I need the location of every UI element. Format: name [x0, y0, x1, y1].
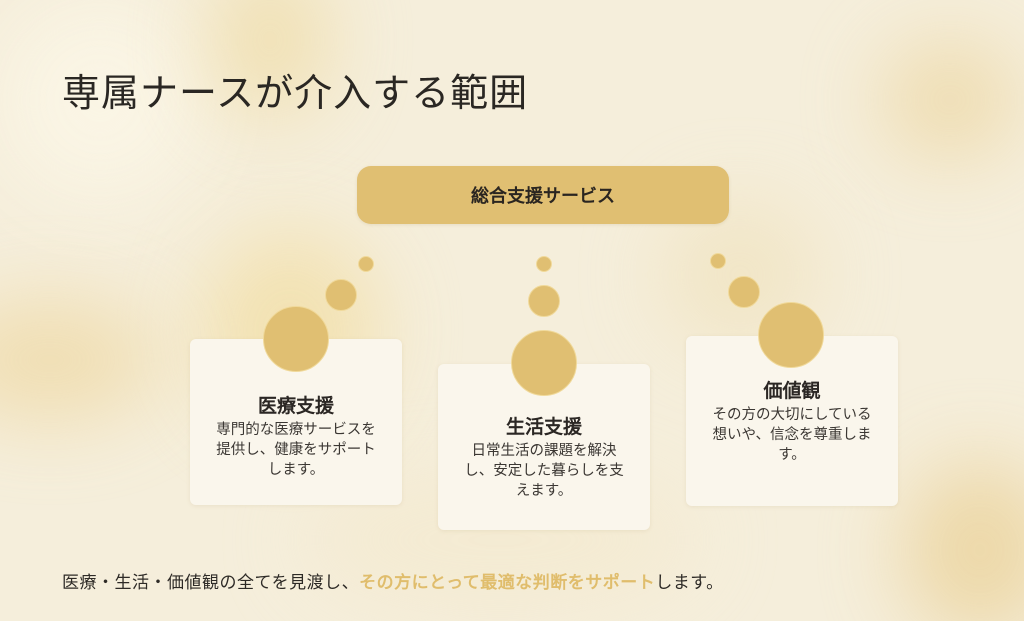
connector-dot-small-1 [358, 256, 374, 272]
summary-text: 医療・生活・価値観の全てを見渡し、その方にとって最適な判断をサポートします。 [62, 568, 724, 593]
summary-prefix: 医療・生活・価値観の全てを見渡し、 [62, 573, 360, 593]
summary-suffix: します。 [655, 573, 724, 593]
card-description: 日常生活の課題を解決し、安定した暮らしを支えます。 [464, 443, 624, 499]
card-circle-icon-3 [758, 302, 824, 368]
card-title: 医療支援 [257, 395, 334, 417]
page-title: 専属ナースが介入する範囲 [62, 71, 529, 115]
connector-dot-small-2 [536, 256, 552, 272]
card-title: 生活支援 [505, 416, 582, 438]
summary-highlight: その方にとって最適な判断をサポート [359, 573, 656, 593]
connector-dot-small-3 [710, 253, 726, 269]
connector-dot-medium-3 [728, 276, 760, 308]
comprehensive-support-label: 総合支援サービス [471, 186, 615, 207]
connector-dot-medium-2 [528, 285, 560, 317]
card-circle-icon-2 [511, 330, 577, 396]
comprehensive-support-box: 総合支援サービス [357, 166, 729, 224]
card-description: その方の大切にしている想いや、信念を尊重します。 [712, 407, 872, 463]
card-title: 価値観 [763, 380, 821, 402]
connector-dot-medium-1 [325, 279, 357, 311]
card-circle-icon-1 [263, 306, 329, 372]
card-description: 専門的な医療サービスを提供し、健康をサポートします。 [216, 422, 376, 478]
